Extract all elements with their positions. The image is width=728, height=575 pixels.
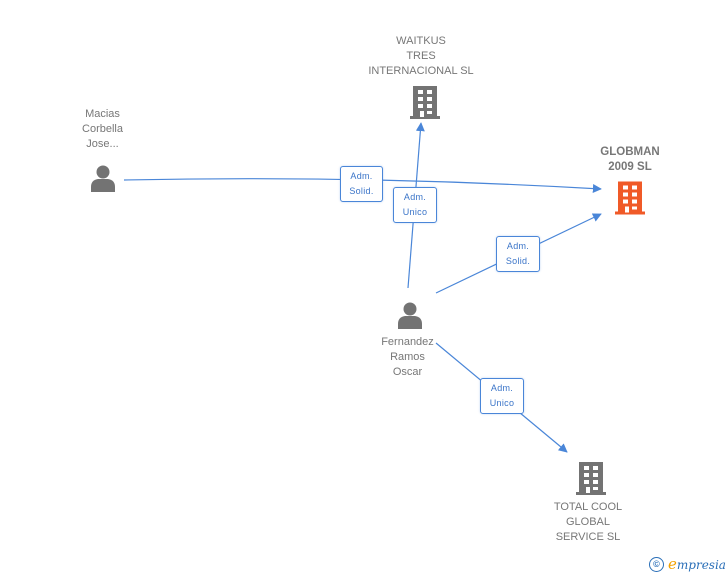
copyright-icon: © [649,556,664,572]
building-icon-focus[interactable] [614,181,646,215]
person-icon[interactable] [88,163,118,193]
person-icon[interactable] [395,300,425,330]
edge-label-line2: Unico [402,207,428,217]
edge-label-macias-globman[interactable]: Adm. Solid. [340,166,383,202]
brand-initial: e [668,555,677,573]
brand-rest: mpresia [676,558,726,572]
edge-label-line1: Adm. [403,192,427,202]
edge-label-line2: Solid. [505,256,531,266]
node-label-globman[interactable]: GLOBMAN 2009 SL [600,146,660,173]
edge-label-line1: Adm. [350,171,373,181]
node-label-macias[interactable]: Macias Corbella Jose... [82,108,123,150]
edge-label-fernandez-globman[interactable]: Adm. Solid. [496,236,540,272]
edge-label-fernandez-waitkus[interactable]: Adm. Unico [393,187,437,223]
brand-footer[interactable]: © empresia [649,554,726,574]
edge-label-fernandez-totalcool[interactable]: Adm. Unico [480,378,524,414]
edge-label-line2: Solid. [349,186,374,196]
node-label-waitkus[interactable]: WAITKUS TRES INTERNACIONAL SL [368,35,474,77]
building-icon[interactable] [409,86,441,119]
edge-label-line1: Adm. [490,383,514,393]
empresia-logo[interactable]: empresia [668,555,726,573]
edge-label-line2: Unico [489,398,515,408]
building-icon[interactable] [575,462,607,495]
node-label-totalcool[interactable]: TOTAL COOL GLOBAL SERVICE SL [553,501,623,543]
node-label-fernandez[interactable]: Fernandez Ramos Oscar [381,336,434,378]
edge-label-line1: Adm. [506,241,530,251]
